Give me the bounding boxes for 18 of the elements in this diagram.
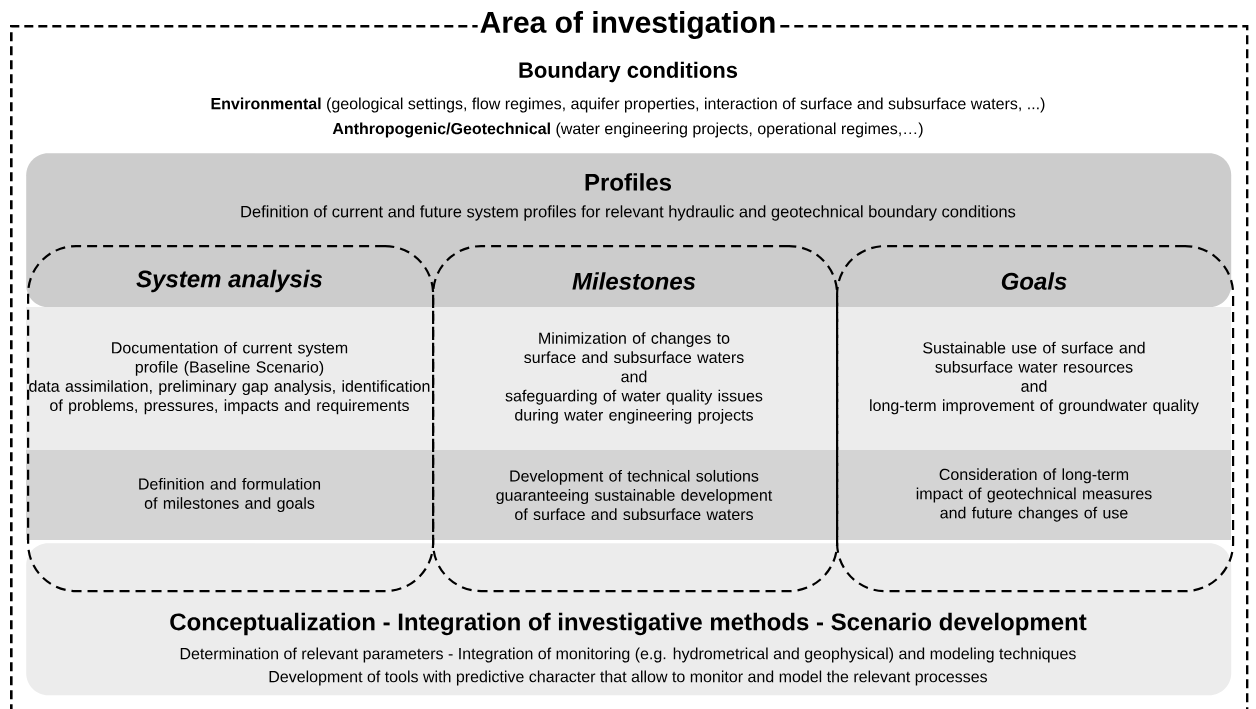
column-heading: System analysis xyxy=(136,269,323,293)
column-heading: Goals xyxy=(1001,272,1067,290)
column-heading: Milestones xyxy=(572,272,696,290)
cell-text: Development of technical solutions guaranteeing sustainable development of surface and subsurface waters xyxy=(496,469,773,521)
cell-text: Minimization of changes to surface and subsurface waters and safeguarding of water quality issues during water engineering projects xyxy=(505,332,763,424)
text-line: Determination of relevant parameters - Integration of monitoring (e.g. hydrometrical and geophysical) and modeling techniques xyxy=(180,647,1076,663)
heading: Profiles xyxy=(585,173,672,191)
text-line: Anthropogenic/Geotechnical (water engineering projects, operational regimes,…) xyxy=(332,122,923,138)
text-line: Development of tools with predictive character that allow to monitor and model the relevant processes xyxy=(269,670,988,686)
cell-text: Sustainable use of surface and subsurface water resources and long-term improvement of groundwater quality xyxy=(870,341,1199,415)
cell-text: Consideration of long-term impact of geotechnical measures and future changes of use xyxy=(916,468,1152,522)
text-line: Environmental (geological settings, flow regimes, aquifer properties, interaction of surface and subsurface waters, ...) xyxy=(211,97,1045,113)
title: Area of investigation xyxy=(477,8,779,42)
cell-text: Definition and formulation of milestones and goals xyxy=(139,477,321,513)
text-line: Definition of current and future system profiles for relevant hydraulic and geotechnical boundary conditions xyxy=(241,205,1016,221)
heading: Boundary conditions xyxy=(519,61,738,83)
cell-text: Documentation of current system profile (Baseline Scenario) data assimilation, preliminary gap analysis, identification of problems, pressures, impacts and requirements xyxy=(29,341,430,415)
heading: Conceptualization - Integration of investigative methods - Scenario development xyxy=(170,612,1087,636)
